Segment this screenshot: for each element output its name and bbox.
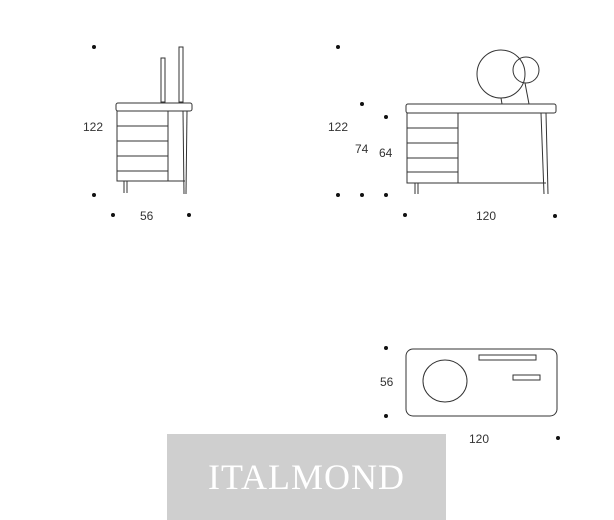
dim-dot [384,115,388,119]
side-depth-label: 56 [140,209,154,223]
front-mirror-post [500,97,503,105]
front-top [405,103,557,114]
dim-dot [92,45,96,49]
front-width-label: 120 [476,209,496,223]
front-drawer-height-label: 64 [379,146,393,160]
front-desk-height-label: 74 [355,142,369,156]
dim-dot [187,213,191,217]
top-depth-label: 56 [380,375,394,389]
dim-dot [111,213,115,217]
top-mirror-bar-short [512,374,541,381]
top-mirror-bar-long [478,354,537,361]
top-width-label: 120 [469,432,489,446]
side-leg [185,110,188,195]
dim-dot [336,45,340,49]
dim-dot [384,193,388,197]
side-top [115,102,193,112]
front-height-label: 122 [328,120,348,134]
front-leg [545,112,549,195]
dim-dot [360,193,364,197]
dim-dot [384,414,388,418]
front-mirror-post [524,82,530,105]
side-mirror-post-short [160,57,166,103]
top-view [405,348,558,417]
front-mirror-small [512,56,540,84]
dim-dot [92,193,96,197]
dim-dot [360,102,364,106]
side-view [115,46,193,195]
front-view [405,49,557,195]
dim-dot [384,346,388,350]
dim-dot [556,436,560,440]
watermark-text: ITALMOND [207,457,406,497]
side-mirror-post-tall [178,46,184,103]
front-mirror-large [476,49,526,99]
dim-dot [336,193,340,197]
top-outline [405,348,558,417]
dim-dot [553,214,557,218]
top-mirror [422,359,468,403]
front-leg [540,112,545,195]
dim-dot [403,213,407,217]
watermark: ITALMOND [167,434,446,520]
side-height-label: 122 [83,120,103,134]
side-leg [182,110,185,195]
